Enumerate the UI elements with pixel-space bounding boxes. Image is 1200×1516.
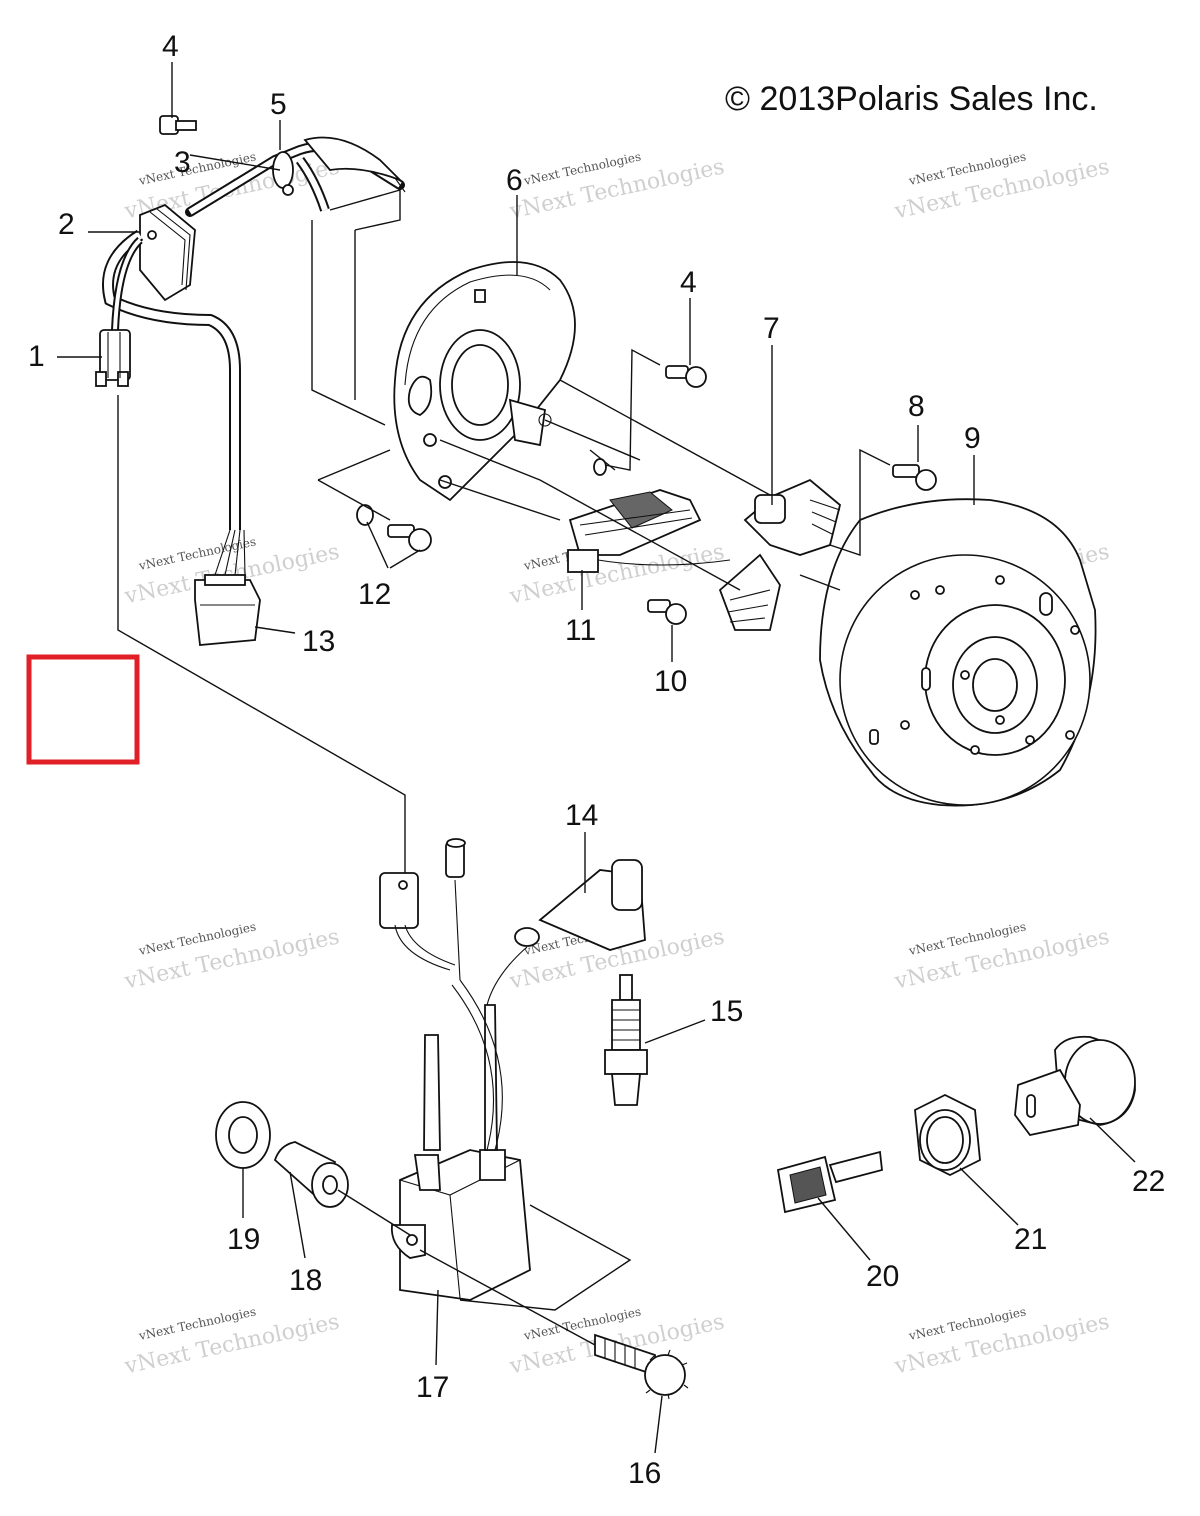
ignition-coil-part-17 xyxy=(390,1004,531,1301)
callout-3: 3 xyxy=(174,146,191,179)
spacer-part-18 xyxy=(273,1141,349,1208)
flywheel-part-9 xyxy=(819,498,1097,807)
connector-coil xyxy=(379,838,466,971)
spark-plug-part-15 xyxy=(604,974,648,1106)
callout-1: 1 xyxy=(28,340,45,373)
callout-13: 13 xyxy=(302,625,335,658)
key-part-20 xyxy=(776,1150,883,1214)
connector-part-1 xyxy=(95,329,131,387)
screw-part-4-top xyxy=(159,115,197,135)
stator-plate-part-6 xyxy=(393,261,576,502)
callout-21: 21 xyxy=(1014,1223,1047,1256)
nut-part-21 xyxy=(914,1093,981,1177)
screw-part-16 xyxy=(594,1333,689,1400)
washer-part-19 xyxy=(215,1101,271,1169)
callout-18: 18 xyxy=(289,1264,322,1297)
callout-16: 16 xyxy=(628,1457,661,1490)
highlight-box xyxy=(26,654,140,765)
wiring-harness xyxy=(95,115,406,646)
screw-part-4-right xyxy=(665,365,707,388)
leader-lines xyxy=(57,62,1136,1454)
connector-part-13 xyxy=(194,574,261,646)
callout-19: 19 xyxy=(227,1223,260,1256)
callout-7: 7 xyxy=(763,312,780,345)
callout-5: 5 xyxy=(270,88,287,121)
screw-part-8 xyxy=(892,464,937,491)
callout-8: 8 xyxy=(908,390,925,423)
washer xyxy=(593,458,607,476)
callout-6: 6 xyxy=(506,164,523,197)
callout-12: 12 xyxy=(358,578,391,611)
callout-10: 10 xyxy=(654,665,687,698)
callout-4-top: 4 xyxy=(162,30,179,63)
screw-part-10 xyxy=(647,599,687,625)
callout-labels: 1 2 3 4 4 5 6 7 8 9 10 11 12 13 14 15 16… xyxy=(28,30,1165,1490)
screw-part-12 xyxy=(356,504,432,552)
puller-part-22 xyxy=(1014,1035,1136,1136)
stator-coil-part-11 xyxy=(567,489,731,573)
callout-15: 15 xyxy=(710,995,743,1028)
callout-2: 2 xyxy=(58,208,75,241)
callout-20: 20 xyxy=(866,1260,899,1293)
callout-14: 14 xyxy=(565,799,598,832)
spark-plug-cap-part-14 xyxy=(486,859,646,1006)
callout-22: 22 xyxy=(1132,1165,1165,1198)
pickup-coil-part-7 xyxy=(718,478,842,631)
copyright-text: © 2013Polaris Sales Inc. xyxy=(725,80,1098,118)
grommet-part-2 xyxy=(139,203,196,302)
callout-9: 9 xyxy=(964,422,981,455)
callout-4-right: 4 xyxy=(680,266,697,299)
callout-11: 11 xyxy=(565,614,596,647)
callout-17: 17 xyxy=(416,1371,449,1404)
